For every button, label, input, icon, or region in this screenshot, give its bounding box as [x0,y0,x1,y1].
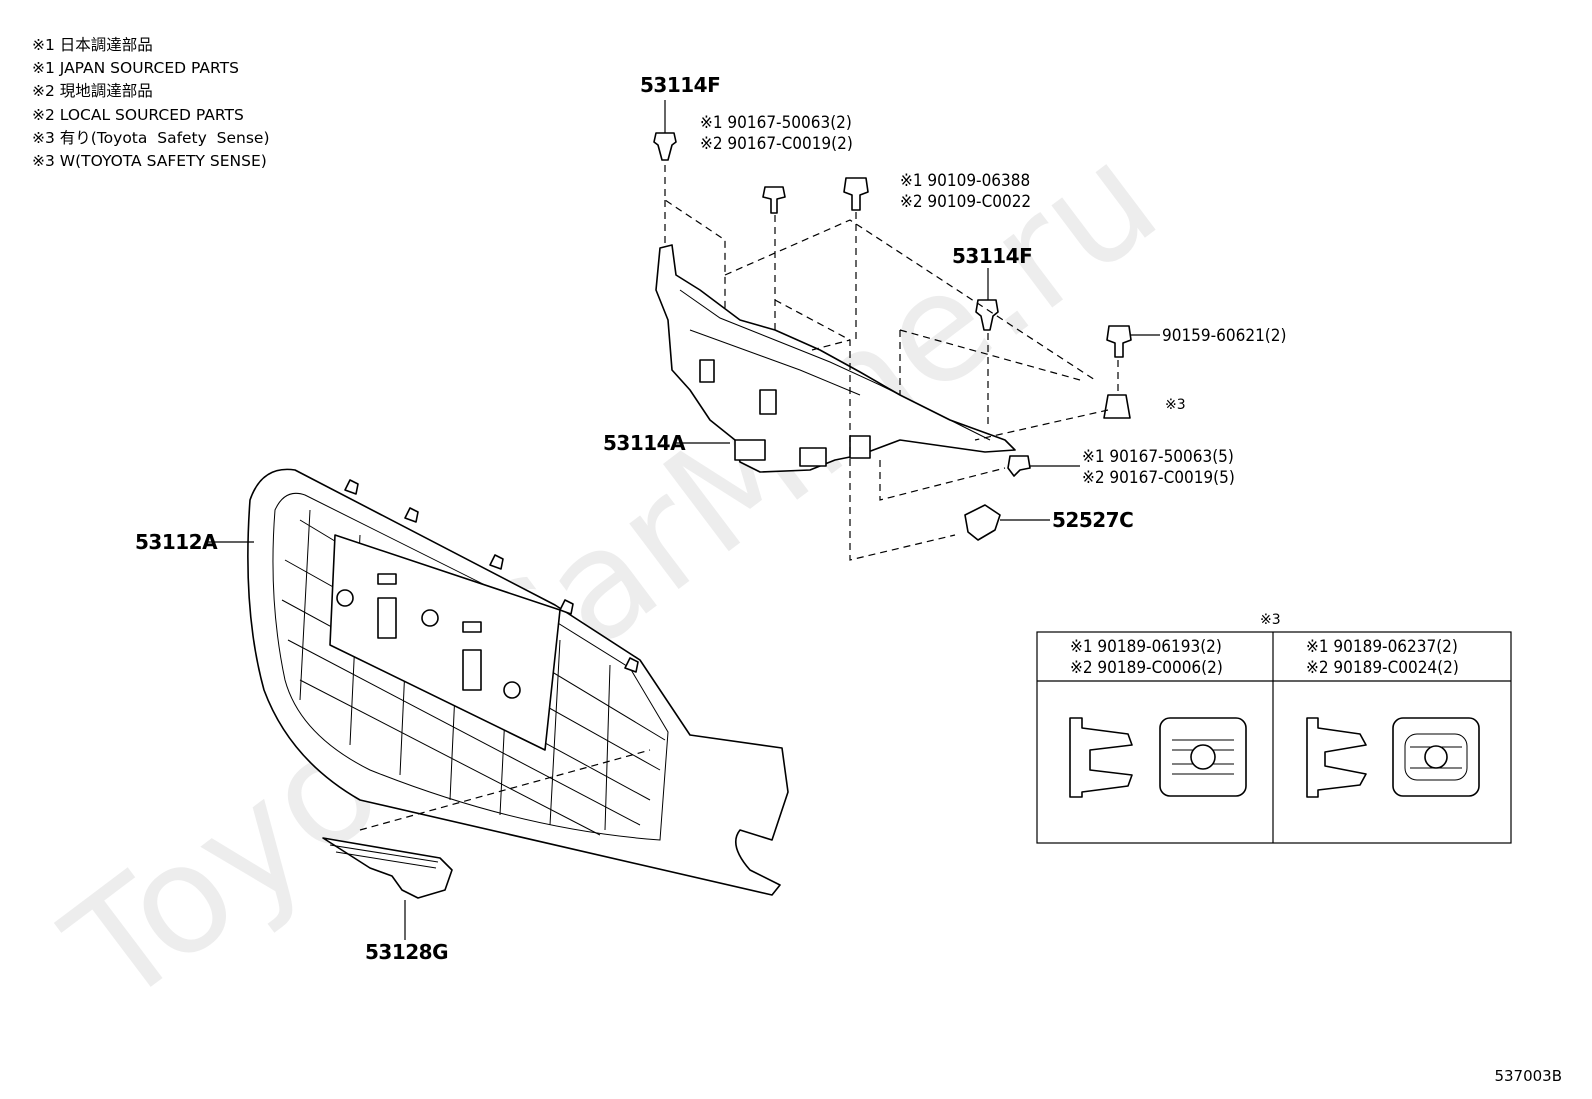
bracket-52527c [964,504,1001,541]
label-bolt-2: ※2 90109-C0022 [900,192,1031,212]
label-53128g: 53128G [365,940,448,964]
radiator-grille [247,468,789,896]
label-bolt-1: ※1 90109-06388 [900,171,1030,191]
diagram-code: 537003B [1494,1067,1562,1085]
label-clip-bot-1: ※1 90167-50063(5) [1082,447,1234,467]
clip-front-view-left [1159,717,1247,797]
table-right-1: ※1 90189-06237(2) [1306,637,1458,657]
note-line: ※2 LOCAL SOURCED PARTS [32,105,244,124]
clip-variant-table: ※3 ※1 90189-06193(2) ※2 90189-C0006(2) ※… [1036,612,1512,844]
note-line: ※2 現地調達部品 [32,82,153,101]
clip-side-view-right [1306,717,1367,798]
note-line: ※3 有り(Toyota Safety Sense) [32,128,270,147]
label-52527c: 52527C [1052,508,1133,532]
notes-legend: ※1 日本調達部品 ※1 JAPAN SOURCED PARTS ※2 現地調達… [32,34,270,173]
table-right-2: ※2 90189-C0024(2) [1306,658,1459,678]
label-53114f-right: 53114F [952,244,1032,268]
label-clip-top-2: ※2 90167-C0019(2) [700,134,853,154]
clip-53114f-top [653,132,677,161]
label-53112a: 53112A [135,530,218,554]
clip-front-view-right [1392,717,1480,797]
table-left-2: ※2 90189-C0006(2) [1070,658,1223,678]
leader-lines [207,100,1160,940]
label-clip-top-1: ※1 90167-50063(2) [700,113,852,133]
clip-90167-top [762,186,786,214]
grille-garnish [322,837,453,899]
clip-side-view-left [1069,717,1133,798]
note-line: ※1 日本調達部品 [32,36,153,54]
label-53114f-top: 53114F [640,73,720,97]
bolt-90159 [1106,325,1132,358]
clip-90167-bottom [1007,455,1031,477]
grille-retainer [655,244,1016,473]
label-53114a: 53114A [603,431,686,455]
label-90159: 90159-60621(2) [1162,326,1286,346]
nut-option [1103,394,1131,419]
label-clip-bot-2: ※2 90167-C0019(5) [1082,468,1235,488]
table-left-1: ※1 90189-06193(2) [1070,637,1222,657]
note-line: ※1 JAPAN SOURCED PARTS [32,59,239,78]
table-mark: ※3 [1260,612,1281,628]
dashed-lines [359,165,1119,831]
clip-53114f-right [975,299,999,331]
label-nut-mark: ※3 [1165,397,1186,413]
bolt-90109 [843,177,869,211]
note-line: ※3 W(TOYOTA SAFETY SENSE) [32,152,267,171]
